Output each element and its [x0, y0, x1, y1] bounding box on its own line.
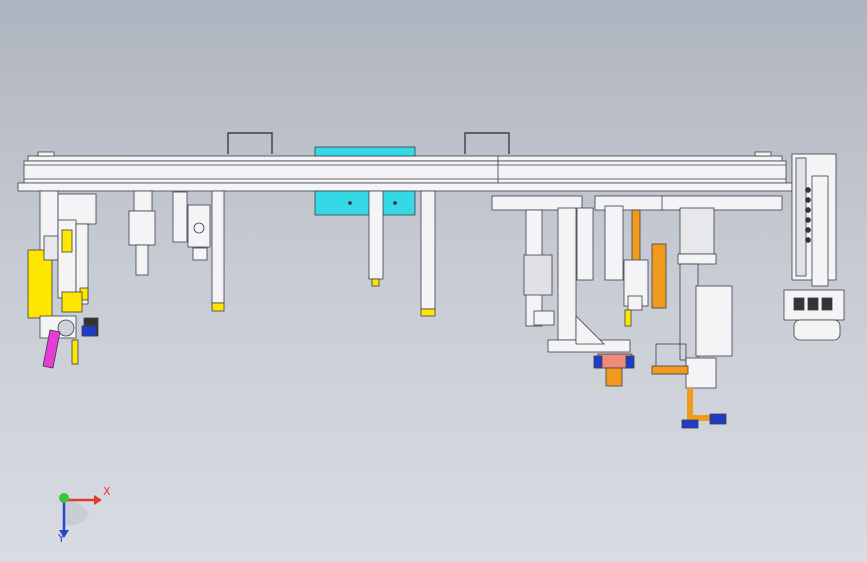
main-beam	[17, 151, 793, 192]
rod-2	[368, 190, 384, 287]
right-column	[651, 195, 783, 429]
cylinder-2	[172, 191, 211, 261]
coordinate-triad: X Y	[40, 478, 120, 548]
rod-1	[211, 190, 225, 312]
x-axis-label: X	[103, 485, 111, 498]
far-right-panel	[783, 153, 845, 341]
right-handle	[464, 132, 510, 154]
center-right-assembly	[491, 195, 667, 387]
cyan-plate	[314, 146, 416, 216]
magenta-tube	[42, 329, 61, 369]
y-axis-label: Y	[58, 532, 65, 545]
rod-3	[420, 190, 436, 317]
left-handle	[227, 132, 273, 154]
triad-graphic	[59, 493, 102, 538]
cylinder-1	[128, 190, 156, 276]
left-station	[27, 190, 99, 369]
